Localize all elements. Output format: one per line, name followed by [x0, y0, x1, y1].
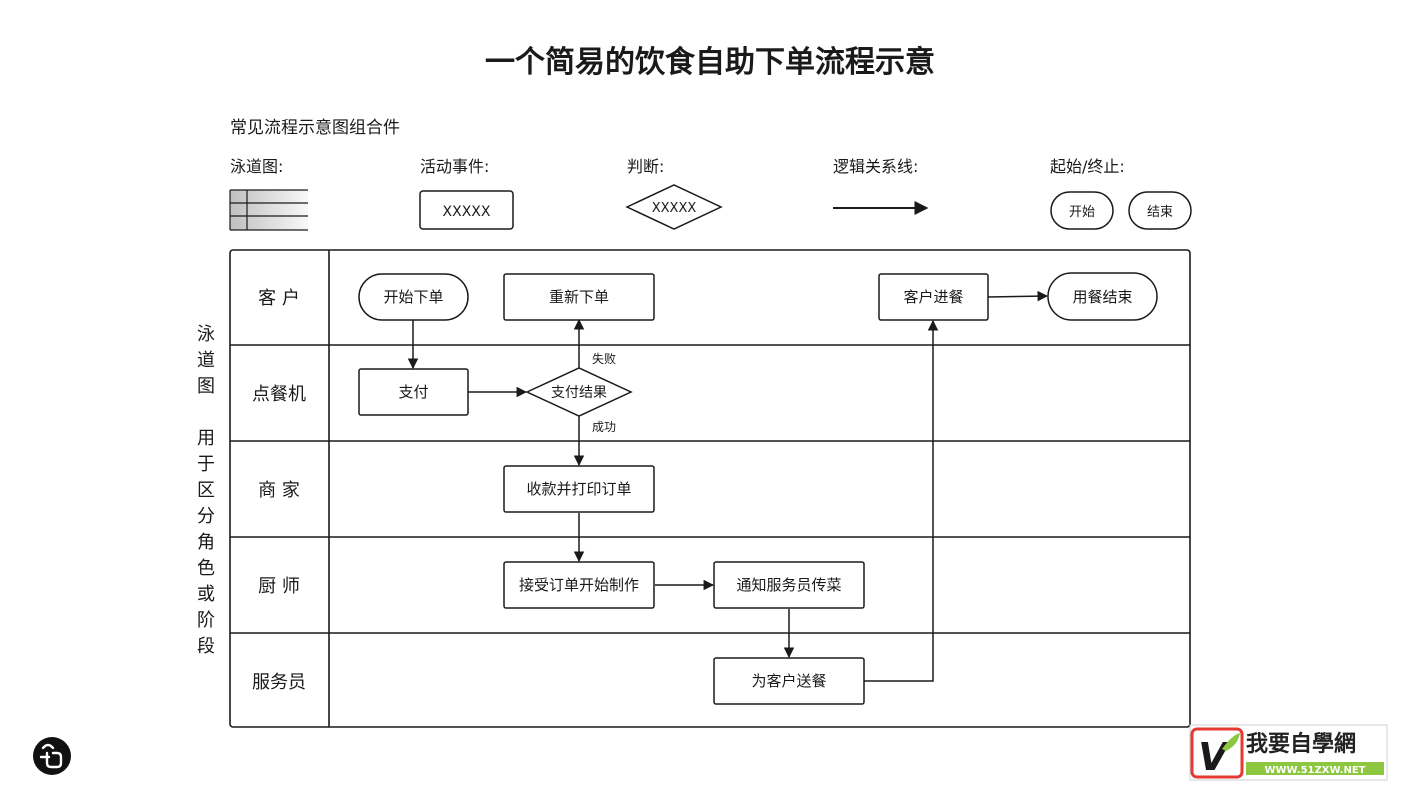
corner-badge-icon [33, 737, 71, 775]
side-note-char: 阶 [197, 610, 215, 631]
legend: 常见流程示意图组合件 泳道图: 活动事件: XXXXX 判断: XXXXX 逻辑… [229, 118, 1192, 231]
legend-terminal-start-text: 开始 [1069, 205, 1095, 220]
node-start-order [358, 273, 469, 321]
node-collect-print-text: 收款并打印订单 [526, 480, 631, 498]
side-note-char: 泳 [197, 324, 215, 345]
edge-deliver-to-eating [864, 319, 939, 682]
edge-eating-to-end [987, 290, 1049, 302]
connectors [407, 290, 1049, 682]
legend-decision-sample: XXXXX [652, 201, 697, 216]
legend-terminal-end [1128, 191, 1192, 230]
node-reorder-text: 重新下单 [549, 288, 609, 306]
lane-label-waiter: 服务员 [252, 672, 306, 693]
page-title: 一个简易的饮食自助下单流程示意 [485, 45, 935, 80]
nodes: 开始下单 重新下单 客户进餐 用餐结束 支付 支付结果 收款并打印订单 接受订单… [358, 272, 1158, 705]
leaf-icon [1222, 733, 1240, 751]
logo-badge-letter: V [1198, 735, 1230, 779]
legend-heading: 常见流程示意图组合件 [230, 118, 400, 138]
legend-terminal-start [1050, 191, 1114, 230]
node-deliver [713, 657, 865, 705]
node-pay-result [525, 367, 633, 417]
legend-terminal-label: 起始/终止: [1050, 157, 1125, 176]
logo-name: 我要自學網 [1246, 731, 1356, 757]
side-note-char: 色 [197, 558, 215, 579]
node-notify-waiter-text: 通知服务员传菜 [736, 576, 841, 594]
node-pay-result-text: 支付结果 [551, 385, 607, 401]
node-start-order-text: 开始下单 [383, 288, 443, 306]
side-note-char: 用 [197, 428, 215, 449]
side-note-char: 图 [197, 376, 215, 397]
node-notify-waiter [713, 561, 865, 609]
node-collect-print [503, 465, 655, 513]
side-note-char: 角 [197, 532, 215, 553]
logo-url: WWW.51ZXW.NET [1265, 765, 1366, 776]
legend-decision-label: 判断: [627, 157, 664, 176]
edge-label-fail: 失败 [592, 351, 616, 366]
side-note: 泳 道 图 用 于 区 分 角 色 或 阶 段 [197, 324, 215, 657]
node-meal-end [1047, 272, 1158, 321]
legend-activity-sample: XXXXX [443, 204, 491, 220]
lane-label-kiosk: 点餐机 [252, 384, 306, 405]
node-pay-text: 支付 [398, 383, 428, 401]
legend-decision-diamond [625, 184, 723, 230]
lane-label-chef: 厨 师 [258, 576, 300, 597]
swimlane-frame [229, 249, 1191, 728]
site-logo: V 我要自學網 WWW.51ZXW.NET [1189, 724, 1388, 781]
node-pay [358, 368, 469, 416]
side-note-char: 于 [197, 454, 215, 475]
legend-connector-label: 逻辑关系线: [833, 157, 918, 176]
legend-swimlane-label: 泳道图: [230, 157, 283, 176]
legend-terminal-end-text: 结束 [1147, 205, 1173, 220]
node-accept-cook [503, 561, 655, 609]
node-customer-eating-text: 客户进餐 [903, 288, 963, 306]
side-note-char: 或 [197, 584, 215, 605]
side-note-char: 段 [197, 636, 215, 657]
lane-label-customer: 客 户 [258, 288, 300, 309]
swimlane-sample-icon [229, 189, 308, 231]
lane-label-merchant: 商 家 [258, 480, 300, 501]
node-meal-end-text: 用餐结束 [1072, 288, 1132, 306]
side-note-char: 道 [197, 350, 215, 371]
node-deliver-text: 为客户送餐 [751, 672, 826, 690]
side-note-char: 分 [197, 506, 215, 527]
side-note-char: 区 [197, 480, 215, 501]
legend-activity-label: 活动事件: [420, 157, 489, 176]
legend-activity-box [419, 190, 514, 230]
edge-label-success: 成功 [592, 420, 616, 434]
node-accept-cook-text: 接受订单开始制作 [519, 576, 639, 594]
node-reorder [503, 273, 655, 321]
node-customer-eating [878, 273, 989, 321]
